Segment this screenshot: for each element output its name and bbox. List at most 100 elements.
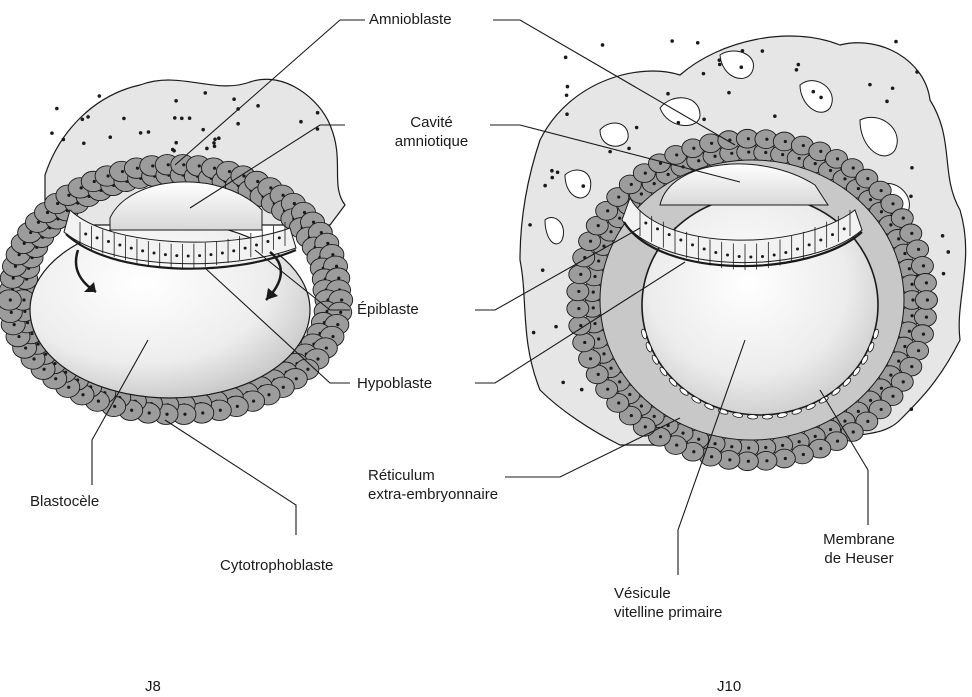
cell-nucleus xyxy=(814,435,817,438)
cell-nucleus xyxy=(325,346,328,349)
cell-nucleus xyxy=(10,311,13,314)
cell-nucleus xyxy=(97,400,100,403)
syncytium-nucleus xyxy=(891,86,895,90)
cell-nucleus xyxy=(747,460,750,463)
cell-nucleus xyxy=(836,157,839,160)
cell-nucleus xyxy=(602,352,605,355)
cell-nucleus xyxy=(747,446,750,449)
cell-nucleus xyxy=(255,244,258,247)
label-reticulum: Réticulum extra-embryonnaire xyxy=(368,466,498,504)
cell-nucleus xyxy=(609,230,612,233)
cell-nucleus xyxy=(781,444,784,447)
stage-label-j10: J10 xyxy=(717,677,741,696)
cell-nucleus xyxy=(340,298,343,301)
syncytium-nucleus xyxy=(910,407,914,411)
syncytium-nucleus xyxy=(910,166,914,170)
cell-nucleus xyxy=(164,253,167,256)
syncytium-nucleus xyxy=(565,112,569,116)
cell-nucleus xyxy=(781,153,784,156)
cell-nucleus xyxy=(267,393,270,396)
cell-nucleus xyxy=(201,411,204,414)
cell-nucleus xyxy=(667,173,670,176)
syncytium-nucleus xyxy=(627,147,631,151)
syncytium-nucleus xyxy=(543,184,547,188)
label-reticulum-line1: Réticulum xyxy=(368,466,498,485)
cell-nucleus xyxy=(593,322,596,325)
cell-nucleus xyxy=(54,377,57,380)
cell-nucleus xyxy=(644,425,647,428)
syncytium-nucleus xyxy=(550,169,554,173)
cell-nucleus xyxy=(911,298,914,301)
cell-nucleus xyxy=(22,298,25,301)
cell-nucleus xyxy=(295,377,298,380)
syncytium-nucleus xyxy=(718,58,722,62)
syncytium-nucleus xyxy=(795,68,799,72)
cell-nucleus xyxy=(148,411,151,414)
cell-nucleus xyxy=(889,223,892,226)
cell-nucleus xyxy=(43,368,46,371)
cell-nucleus xyxy=(659,435,662,438)
syncytium-nucleus xyxy=(608,150,612,154)
cell-nucleus xyxy=(337,276,340,279)
cell-nucleus xyxy=(618,217,621,220)
cell-nucleus xyxy=(597,224,600,227)
syncytium-nucleus xyxy=(122,117,126,121)
cell-nucleus xyxy=(880,408,883,411)
cell-nucleus xyxy=(749,256,752,259)
syncytium-nucleus xyxy=(174,141,178,145)
syncytium-nucleus xyxy=(909,194,913,198)
cell-nucleus xyxy=(730,445,733,448)
cell-nucleus xyxy=(9,298,12,301)
cell-nucleus xyxy=(640,404,643,407)
syncytium-nucleus xyxy=(174,99,178,103)
syncytium-nucleus xyxy=(554,325,558,329)
cell-nucleus xyxy=(331,335,334,338)
cell-nucleus xyxy=(244,247,247,250)
cell-nucleus xyxy=(228,170,231,173)
cell-nucleus xyxy=(730,152,733,155)
label-blastocele: Blastocèle xyxy=(30,492,99,511)
cell-nucleus xyxy=(187,255,190,258)
syncytium-nucleus xyxy=(98,94,102,98)
syncytium-nucleus xyxy=(205,147,209,151)
cell-nucleus xyxy=(130,409,133,412)
cell-nucleus xyxy=(903,345,906,348)
syncytium-nucleus xyxy=(946,250,950,254)
cell-nucleus xyxy=(175,254,178,257)
cell-nucleus xyxy=(691,243,694,246)
syncytium-nucleus xyxy=(761,49,765,53)
syncytium-nucleus xyxy=(108,135,112,139)
syncytium-nucleus xyxy=(670,39,674,43)
cell-nucleus xyxy=(17,335,20,338)
syncytium-nucleus xyxy=(739,65,743,69)
cell-nucleus xyxy=(209,253,212,256)
cell-nucleus xyxy=(692,147,695,150)
label-reticulum-line2: extra-embryonnaire xyxy=(368,485,498,504)
cell-nucleus xyxy=(130,247,133,250)
cell-nucleus xyxy=(692,450,695,453)
syncytium-nucleus xyxy=(566,85,570,89)
cell-nucleus xyxy=(852,430,855,433)
cell-nucleus xyxy=(889,374,892,377)
cell-nucleus xyxy=(153,252,156,255)
cell-nucleus xyxy=(880,189,883,192)
label-membrane-heuser: Membrane de Heuser xyxy=(804,530,914,568)
cell-nucleus xyxy=(335,265,338,268)
cell-nucleus xyxy=(213,167,216,170)
cell-nucleus xyxy=(609,367,612,370)
syncytium-nucleus xyxy=(213,137,217,141)
cell-nucleus xyxy=(597,337,600,340)
cell-nucleus xyxy=(306,368,309,371)
syncytium-nucleus xyxy=(741,49,745,53)
cell-nucleus xyxy=(910,365,913,368)
syncytium-nucleus xyxy=(819,96,823,100)
cell-nucleus xyxy=(908,267,911,270)
syncytium-nucleus xyxy=(213,144,217,148)
heuser-cell xyxy=(747,414,757,419)
cell-nucleus xyxy=(710,142,713,145)
cell-nucleus xyxy=(118,244,121,247)
cell-nucleus xyxy=(843,420,846,423)
cell-nucleus xyxy=(256,180,259,183)
cell-nucleus xyxy=(278,236,281,239)
cell-nucleus xyxy=(577,307,580,310)
